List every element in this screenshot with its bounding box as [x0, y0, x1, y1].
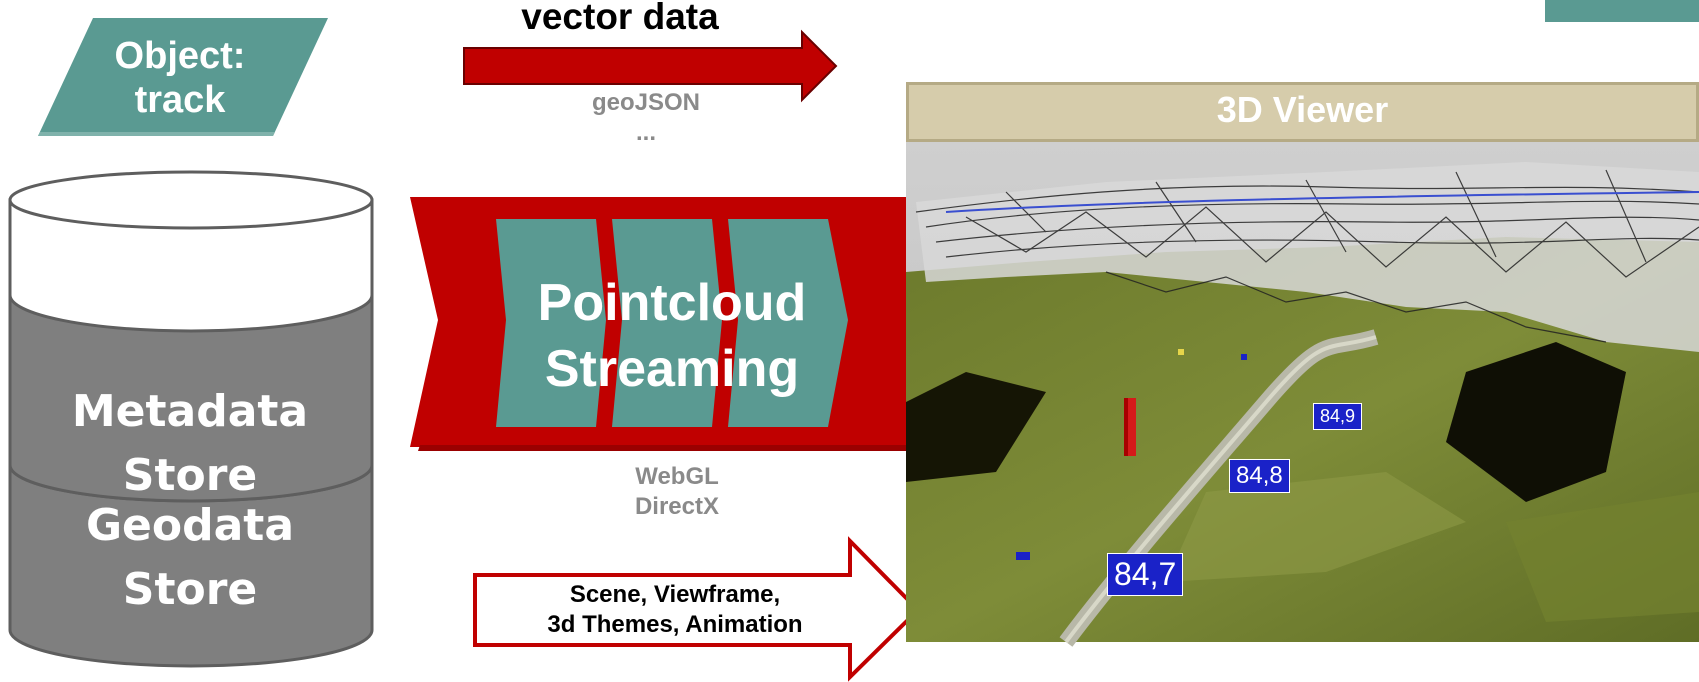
scene-line1: Scene, Viewframe,	[569, 581, 781, 608]
object-label-line2: track	[134, 79, 226, 121]
vector-notes: geoJSON ...	[546, 88, 746, 148]
geodata-line2: Store	[122, 564, 258, 615]
viewer-header: 3D Viewer	[906, 82, 1699, 142]
distance-label-848: 84,8	[1229, 459, 1290, 493]
database-cylinder	[8, 170, 374, 668]
metadata-line1: Metadata	[71, 386, 309, 437]
scene-arrow	[473, 536, 921, 682]
streaming-line2: Streaming	[544, 340, 800, 398]
object-label-line1: Object:	[114, 35, 246, 77]
vector-data-title: vector data	[521, 0, 719, 37]
metadata-line2: Store	[122, 450, 258, 501]
geodata-store-label: Geodata Store	[40, 494, 340, 622]
streaming-label: Pointcloud Streaming	[512, 270, 832, 402]
vector-data-arrow	[463, 29, 838, 103]
streaming-note-webgl: WebGL	[635, 463, 719, 490]
scene-line2: 3d Themes, Animation	[547, 611, 803, 638]
corner-accent	[1545, 0, 1699, 22]
vector-note-ellipsis: ...	[635, 119, 656, 146]
metadata-store-label: Metadata Store	[40, 380, 340, 508]
distance-label-847: 84,7	[1107, 553, 1184, 596]
scene-arrow-label: Scene, Viewframe, 3d Themes, Animation	[480, 580, 870, 640]
object-track-shape	[38, 18, 328, 136]
geodata-line1: Geodata	[85, 500, 295, 551]
distance-label-849: 84,9	[1313, 403, 1363, 430]
object-track-label: Object: track	[80, 34, 280, 122]
streaming-notes: WebGL DirectX	[577, 462, 777, 522]
vector-note-geojson: geoJSON	[591, 89, 701, 116]
viewer-scene	[906, 142, 1699, 647]
streaming-line1: Pointcloud	[537, 274, 807, 332]
streaming-chevron	[410, 197, 964, 451]
viewer-title: 3D Viewer	[1216, 89, 1389, 130]
streaming-note-directx: DirectX	[634, 493, 720, 520]
